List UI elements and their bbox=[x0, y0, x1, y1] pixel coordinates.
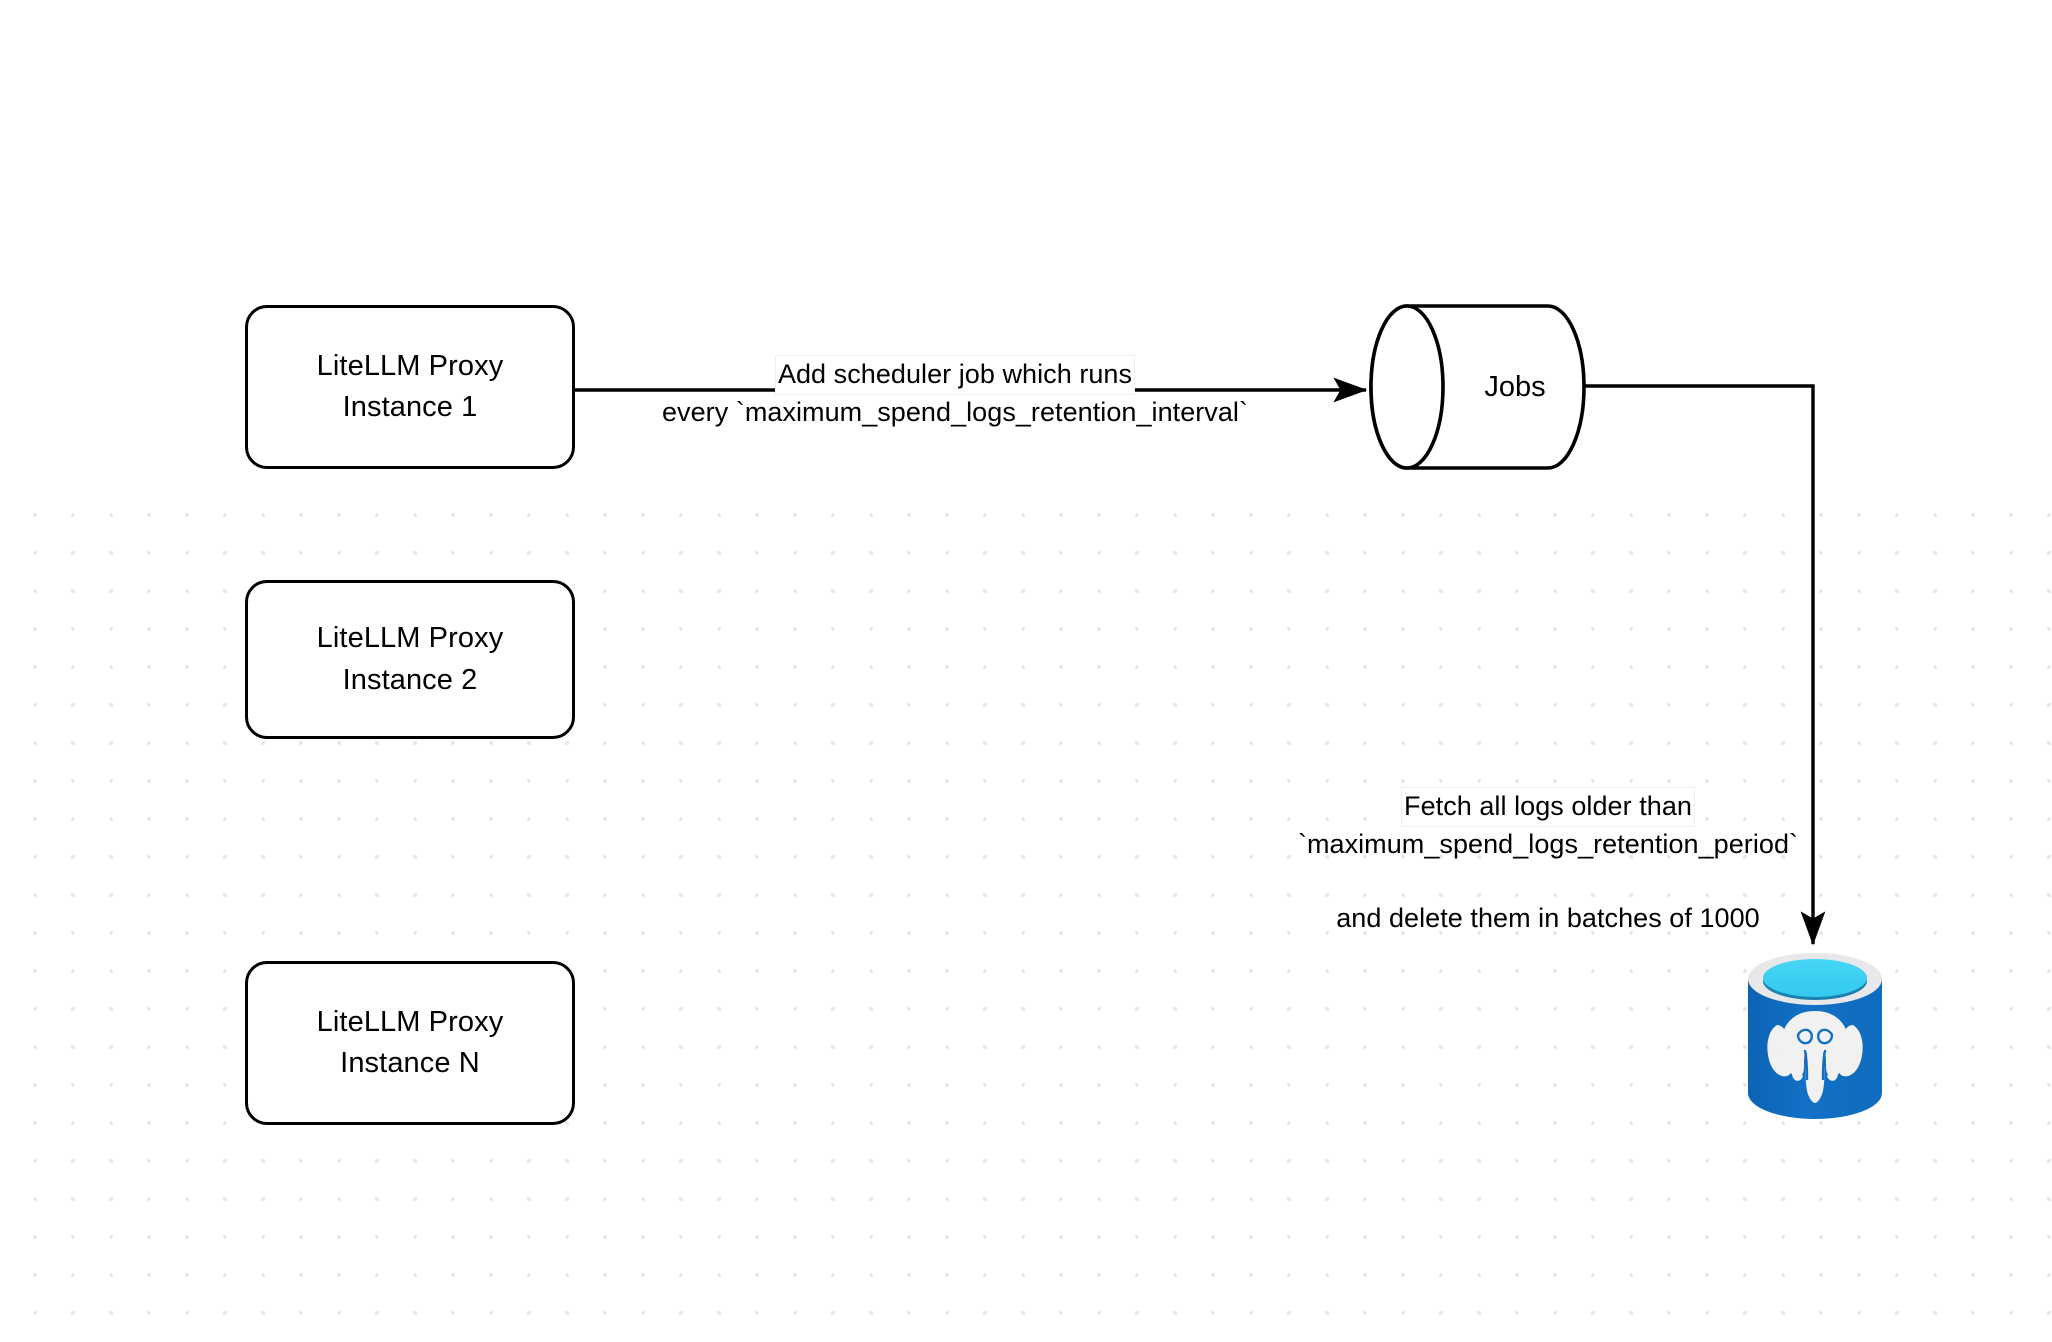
node-label: LiteLLM Proxy Instance N bbox=[316, 1005, 504, 1079]
edge-label-line-3: and delete them in batches of 1000 bbox=[1336, 903, 1760, 933]
edge-label-line-2: every `maximum_spend_logs_retention_inte… bbox=[661, 396, 1249, 427]
edge-label-cleanup: Fetch all logs older than `maximum_spend… bbox=[1248, 751, 1848, 975]
edge-label-line-1: Add scheduler job which runs bbox=[775, 356, 1135, 394]
postgres-elephant-logo bbox=[1767, 1011, 1863, 1103]
jobs-label-text: Jobs bbox=[1484, 371, 1546, 403]
node-label: LiteLLM Proxy Instance 1 bbox=[316, 349, 504, 423]
edge-label-line-1: Fetch all logs older than bbox=[1402, 788, 1694, 826]
edge-label-scheduler: Add scheduler job which runs every `maxi… bbox=[605, 319, 1305, 468]
node-litellm-proxy-instance-n[interactable]: LiteLLM Proxy Instance N bbox=[245, 961, 575, 1125]
jobs-cylinder-shape bbox=[1369, 304, 1586, 470]
node-litellm-proxy-instance-2[interactable]: LiteLLM Proxy Instance 2 bbox=[245, 580, 575, 739]
jobs-cylinder-label: Jobs bbox=[1455, 371, 1575, 404]
edge-label-line-2: `maximum_spend_logs_retention_period` bbox=[1297, 828, 1799, 859]
postgres-database-icon[interactable] bbox=[1745, 953, 1885, 1121]
edge-jobs-to-postgres-path bbox=[1583, 384, 1826, 946]
node-litellm-proxy-instance-1[interactable]: LiteLLM Proxy Instance 1 bbox=[245, 305, 575, 469]
node-label: LiteLLM Proxy Instance 2 bbox=[316, 622, 504, 696]
postgres-database-svg bbox=[1748, 953, 1882, 1119]
postgres-elephant-detail bbox=[1796, 1028, 1834, 1081]
